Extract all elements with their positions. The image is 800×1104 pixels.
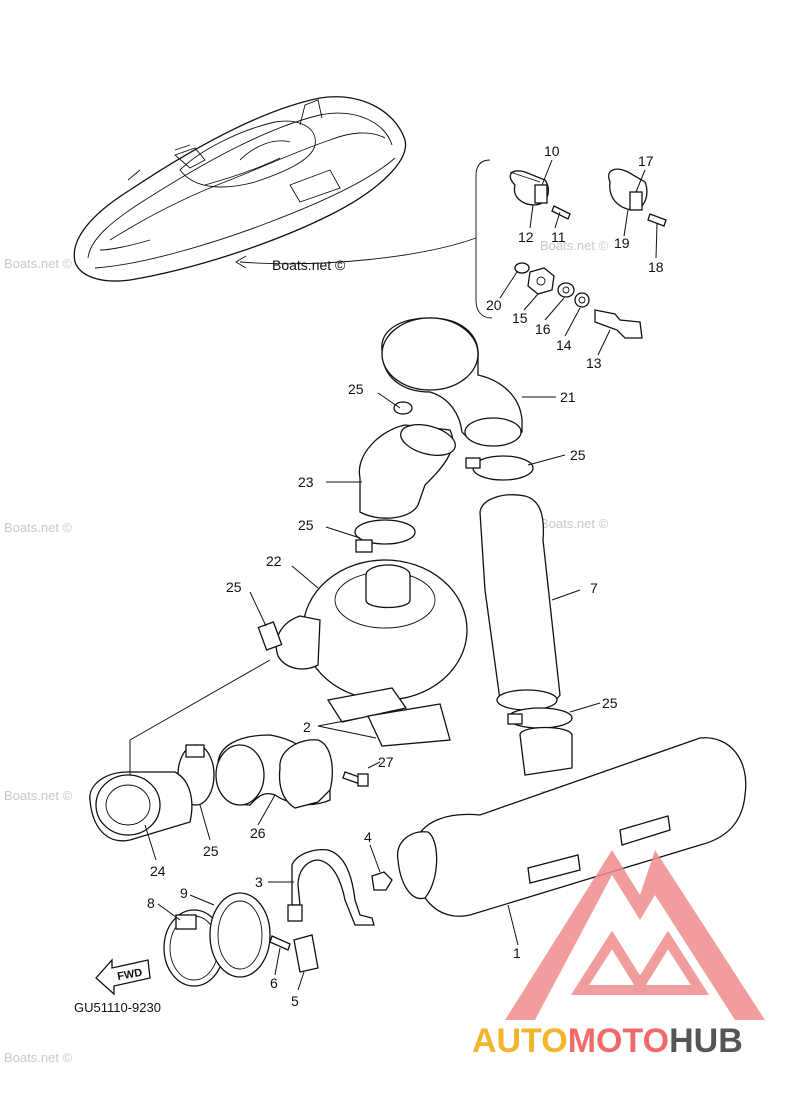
part-label-25-e: 25 xyxy=(602,695,618,711)
part-label-9: 9 xyxy=(180,885,188,901)
logo-text-hub: HUB xyxy=(669,1022,743,1060)
watermark: Boats.net © xyxy=(540,516,609,531)
fwd-label: FWD xyxy=(116,967,143,983)
watermark: Boats.net © xyxy=(4,788,73,803)
hardware-group-bracket xyxy=(235,159,493,319)
part-label-19: 19 xyxy=(614,235,630,251)
part-label-24: 24 xyxy=(150,863,166,879)
part-label-25-f: 25 xyxy=(203,843,219,859)
logo-text-moto: MOTO xyxy=(568,1022,669,1060)
part-label-27: 27 xyxy=(378,754,394,770)
forward-arrow-icon: FWD xyxy=(95,958,151,996)
part-labels: 10 11 12 17 18 19 20 15 16 14 13 21 25 2… xyxy=(147,143,664,1009)
part-label-4: 4 xyxy=(364,829,372,845)
part-label-5: 5 xyxy=(291,993,299,1009)
part-label-20: 20 xyxy=(486,297,502,313)
part-label-13: 13 xyxy=(586,355,602,371)
part-label-25-d: 25 xyxy=(226,579,242,595)
part-label-3: 3 xyxy=(255,874,263,890)
part-label-25-b: 25 xyxy=(570,447,586,463)
part-label-23: 23 xyxy=(298,474,314,490)
svg-text:AUTOMOTOHUB: AUTOMOTOHUB xyxy=(472,1022,743,1060)
part-label-12: 12 xyxy=(518,229,534,245)
part-label-1: 1 xyxy=(513,945,521,961)
part-label-6: 6 xyxy=(270,975,278,991)
part-label-8: 8 xyxy=(147,895,155,911)
part-label-2: 2 xyxy=(303,719,311,735)
logo-triangle-shape xyxy=(505,850,765,1020)
exhaust-assembly xyxy=(89,317,747,987)
hardware-parts xyxy=(509,168,667,339)
part-label-7: 7 xyxy=(590,580,598,596)
part-label-16: 16 xyxy=(535,321,551,337)
watermark: Boats.net © xyxy=(4,520,73,535)
part-label-17: 17 xyxy=(638,153,654,169)
watermark: Boats.net © xyxy=(540,238,609,253)
logo-text-auto: AUTO xyxy=(472,1022,568,1060)
part-label-21: 21 xyxy=(560,389,576,405)
boat-source-label: Boats.net © xyxy=(272,257,346,273)
part-label-18: 18 xyxy=(648,259,664,275)
callout-lines xyxy=(129,159,658,991)
part-label-25-c: 25 xyxy=(298,517,314,533)
watermark: Boats.net © xyxy=(4,256,73,271)
part-label-26: 26 xyxy=(250,825,266,841)
part-label-22: 22 xyxy=(266,553,282,569)
automotohub-logo: AUTOMOTOHUB xyxy=(472,850,765,1060)
part-label-25-a: 25 xyxy=(348,381,364,397)
part-label-10: 10 xyxy=(544,143,560,159)
part-label-14: 14 xyxy=(556,337,572,353)
part-label-15: 15 xyxy=(512,310,528,326)
watercraft-illustration: Boats.net © xyxy=(73,96,407,282)
watermark: Boats.net © xyxy=(4,1050,73,1065)
part-label-11: 11 xyxy=(551,229,566,245)
diagram-code: GU51110-9230 xyxy=(74,1000,161,1015)
